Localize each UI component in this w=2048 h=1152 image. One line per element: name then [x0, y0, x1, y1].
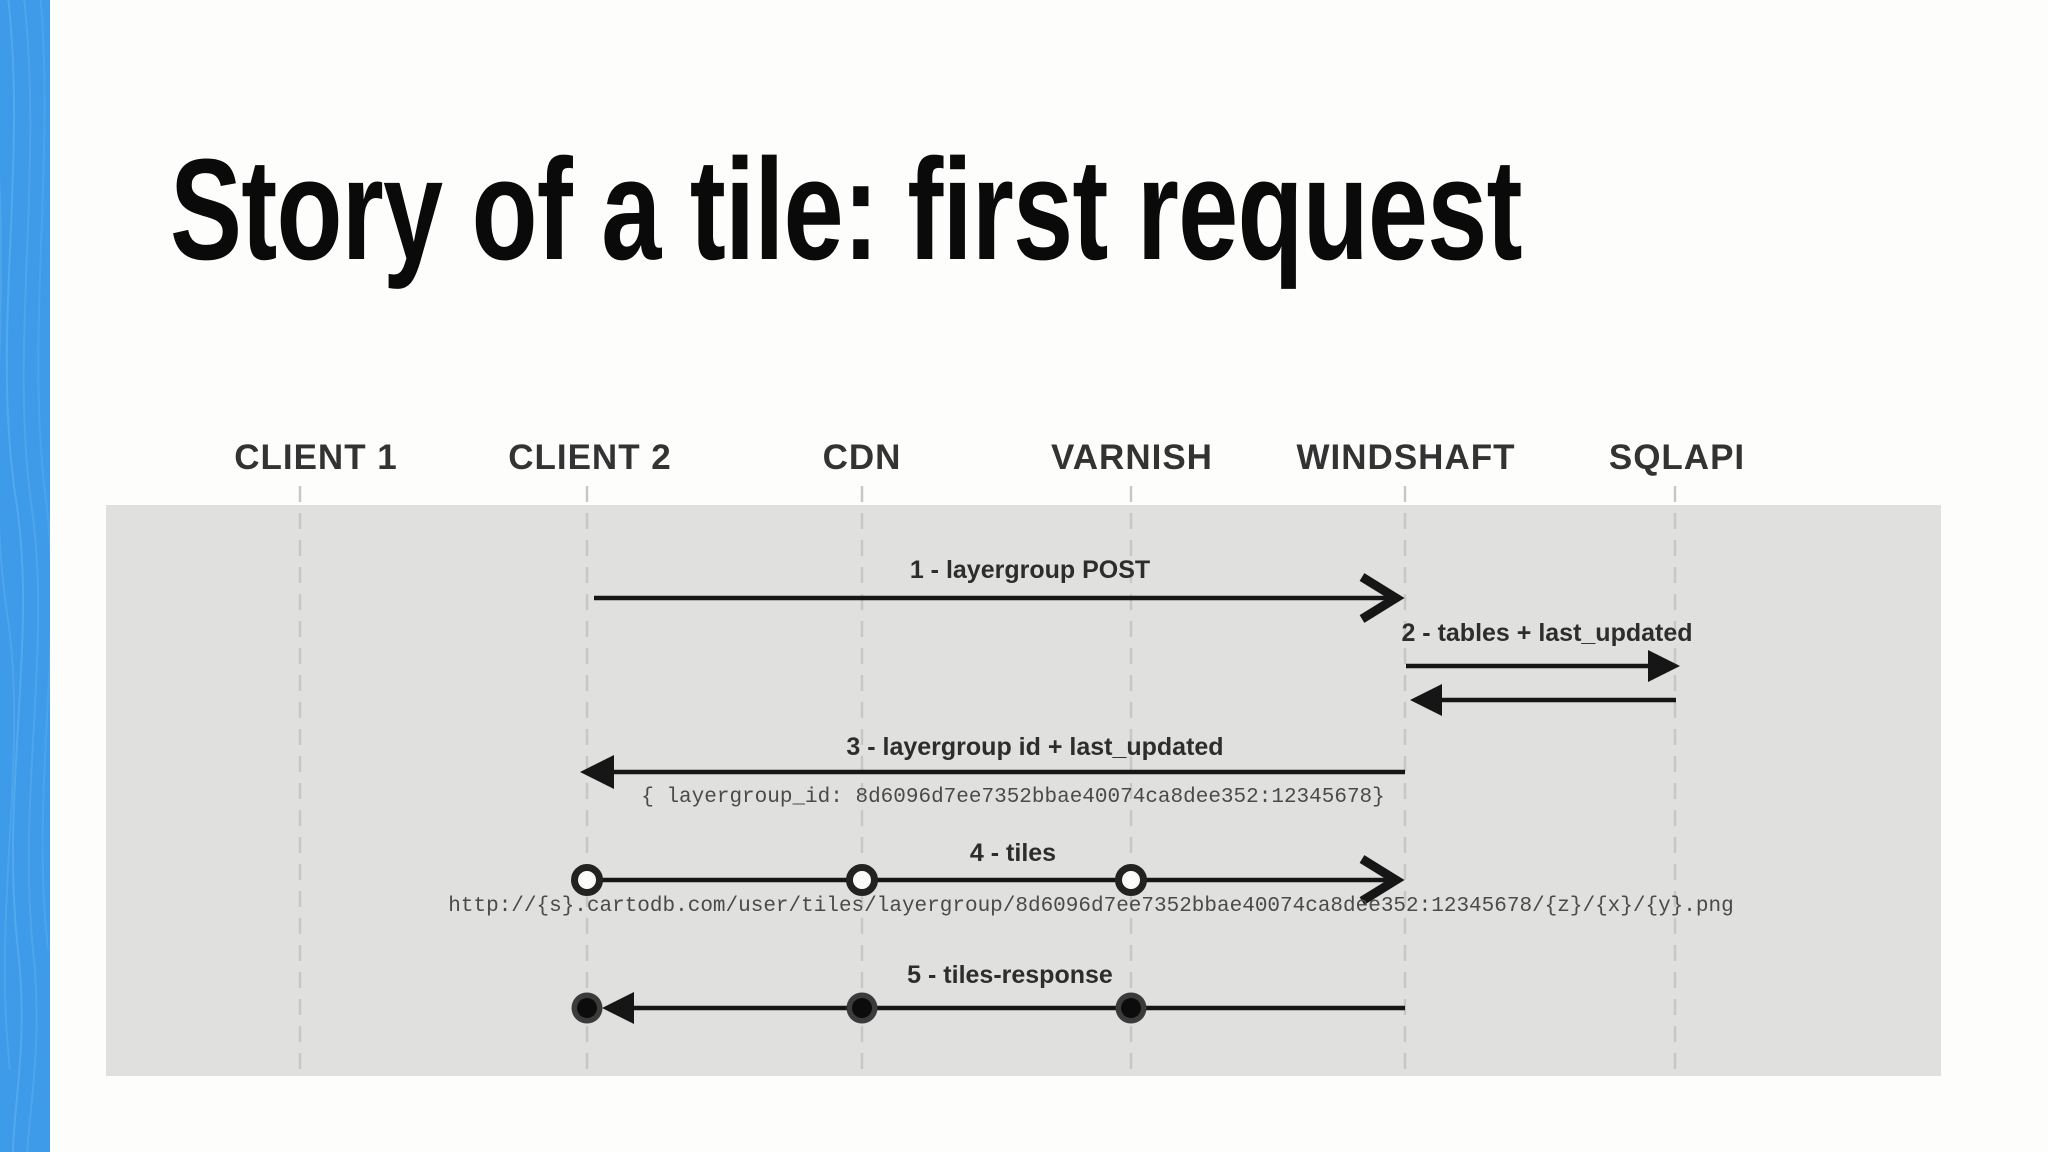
arrowhead-right-icon — [1359, 855, 1405, 905]
message-3-label: 3 - layergroup id + last_updated — [846, 733, 1223, 761]
message-4-annotation: http://{s}.cartodb.com/user/tiles/layerg… — [448, 895, 1733, 918]
arrowhead-left-icon — [1410, 684, 1442, 716]
actor-varnish: VARNISH — [1051, 438, 1213, 477]
message-1-layergroup-post: 1 - layergroup POST — [594, 556, 1405, 623]
message-5-label: 5 - tiles-response — [907, 961, 1113, 989]
arrowhead-left-icon — [602, 992, 634, 1024]
message-4-label: 4 - tiles — [970, 839, 1056, 867]
node-circle-cdn-icon — [846, 864, 878, 896]
filled-dot-cdn-icon — [846, 992, 878, 1024]
node-circle-varnish-icon — [1115, 864, 1147, 896]
arrowhead-right-icon — [1359, 573, 1405, 623]
filled-dot-client2-icon — [571, 992, 603, 1024]
message-2-label: 2 - tables + last_updated — [1401, 619, 1692, 647]
actor-client2: CLIENT 2 — [508, 438, 672, 477]
left-accent-bar — [0, 0, 50, 1152]
node-circle-client2-icon — [571, 864, 603, 896]
wave-pattern-decoration — [0, 0, 50, 1152]
slide-title: Story of a tile: first request — [170, 129, 1523, 290]
actor-cdn: CDN — [823, 438, 902, 477]
message-5-tiles-response: 5 - tiles-response — [571, 961, 1405, 1024]
message-2-tables-last-updated: 2 - tables + last_updated — [1401, 619, 1693, 716]
arrowhead-right-icon — [1648, 650, 1680, 682]
actor-sqlapi: SQLAPI — [1609, 438, 1745, 477]
filled-dot-varnish-icon — [1115, 992, 1147, 1024]
message-4-tiles: 4 - tiles http://{s}.cartodb.com/user/ti… — [448, 839, 1733, 918]
message-3-annotation: { layergroup_id: 8d6096d7ee7352bbae40074… — [641, 786, 1385, 809]
arrowhead-left-icon — [580, 755, 614, 789]
actor-client1: CLIENT 1 — [234, 438, 398, 477]
message-3-layergroup-id: 3 - layergroup id + last_updated { layer… — [580, 733, 1405, 809]
actor-windshaft: WINDSHAFT — [1297, 438, 1516, 477]
message-1-label: 1 - layergroup POST — [910, 556, 1150, 584]
